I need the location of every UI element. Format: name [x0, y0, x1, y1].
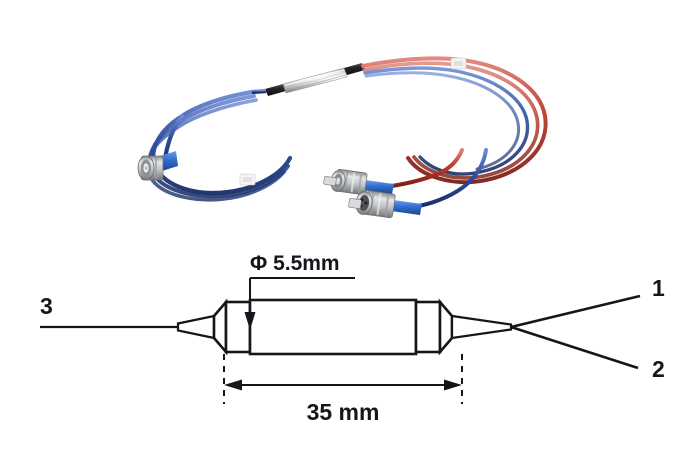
red-blue-fiber-loop	[361, 56, 548, 208]
boot-right	[450, 314, 513, 340]
fiber-label-tag-left	[239, 173, 256, 186]
circulator-photo	[137, 56, 548, 219]
fc-connector-left	[137, 151, 178, 181]
fiber-lead-port2	[510, 325, 639, 370]
port-label-1: 1	[652, 275, 665, 301]
length-label: 35 mm	[307, 399, 380, 425]
port-label-3: 3	[40, 293, 53, 319]
diameter-label: Φ 5.5mm	[250, 252, 340, 275]
port-label-2: 2	[652, 356, 665, 382]
fiber-lead-port1	[510, 294, 641, 329]
diameter-leader-line	[249, 277, 355, 318]
length-arrowhead-right	[444, 379, 462, 391]
diameter-arrowhead	[244, 312, 256, 330]
fiber-label-tag-right	[450, 57, 467, 70]
circulator-outline-drawing: Φ 5.5mm 35 mm 3 1 2	[0, 238, 700, 471]
fc-connector-port2	[348, 189, 422, 219]
fc-connector-port1	[323, 168, 394, 196]
circulator-body	[265, 63, 365, 96]
body-input-fiber	[251, 88, 267, 95]
length-arrowhead-left	[224, 379, 242, 391]
